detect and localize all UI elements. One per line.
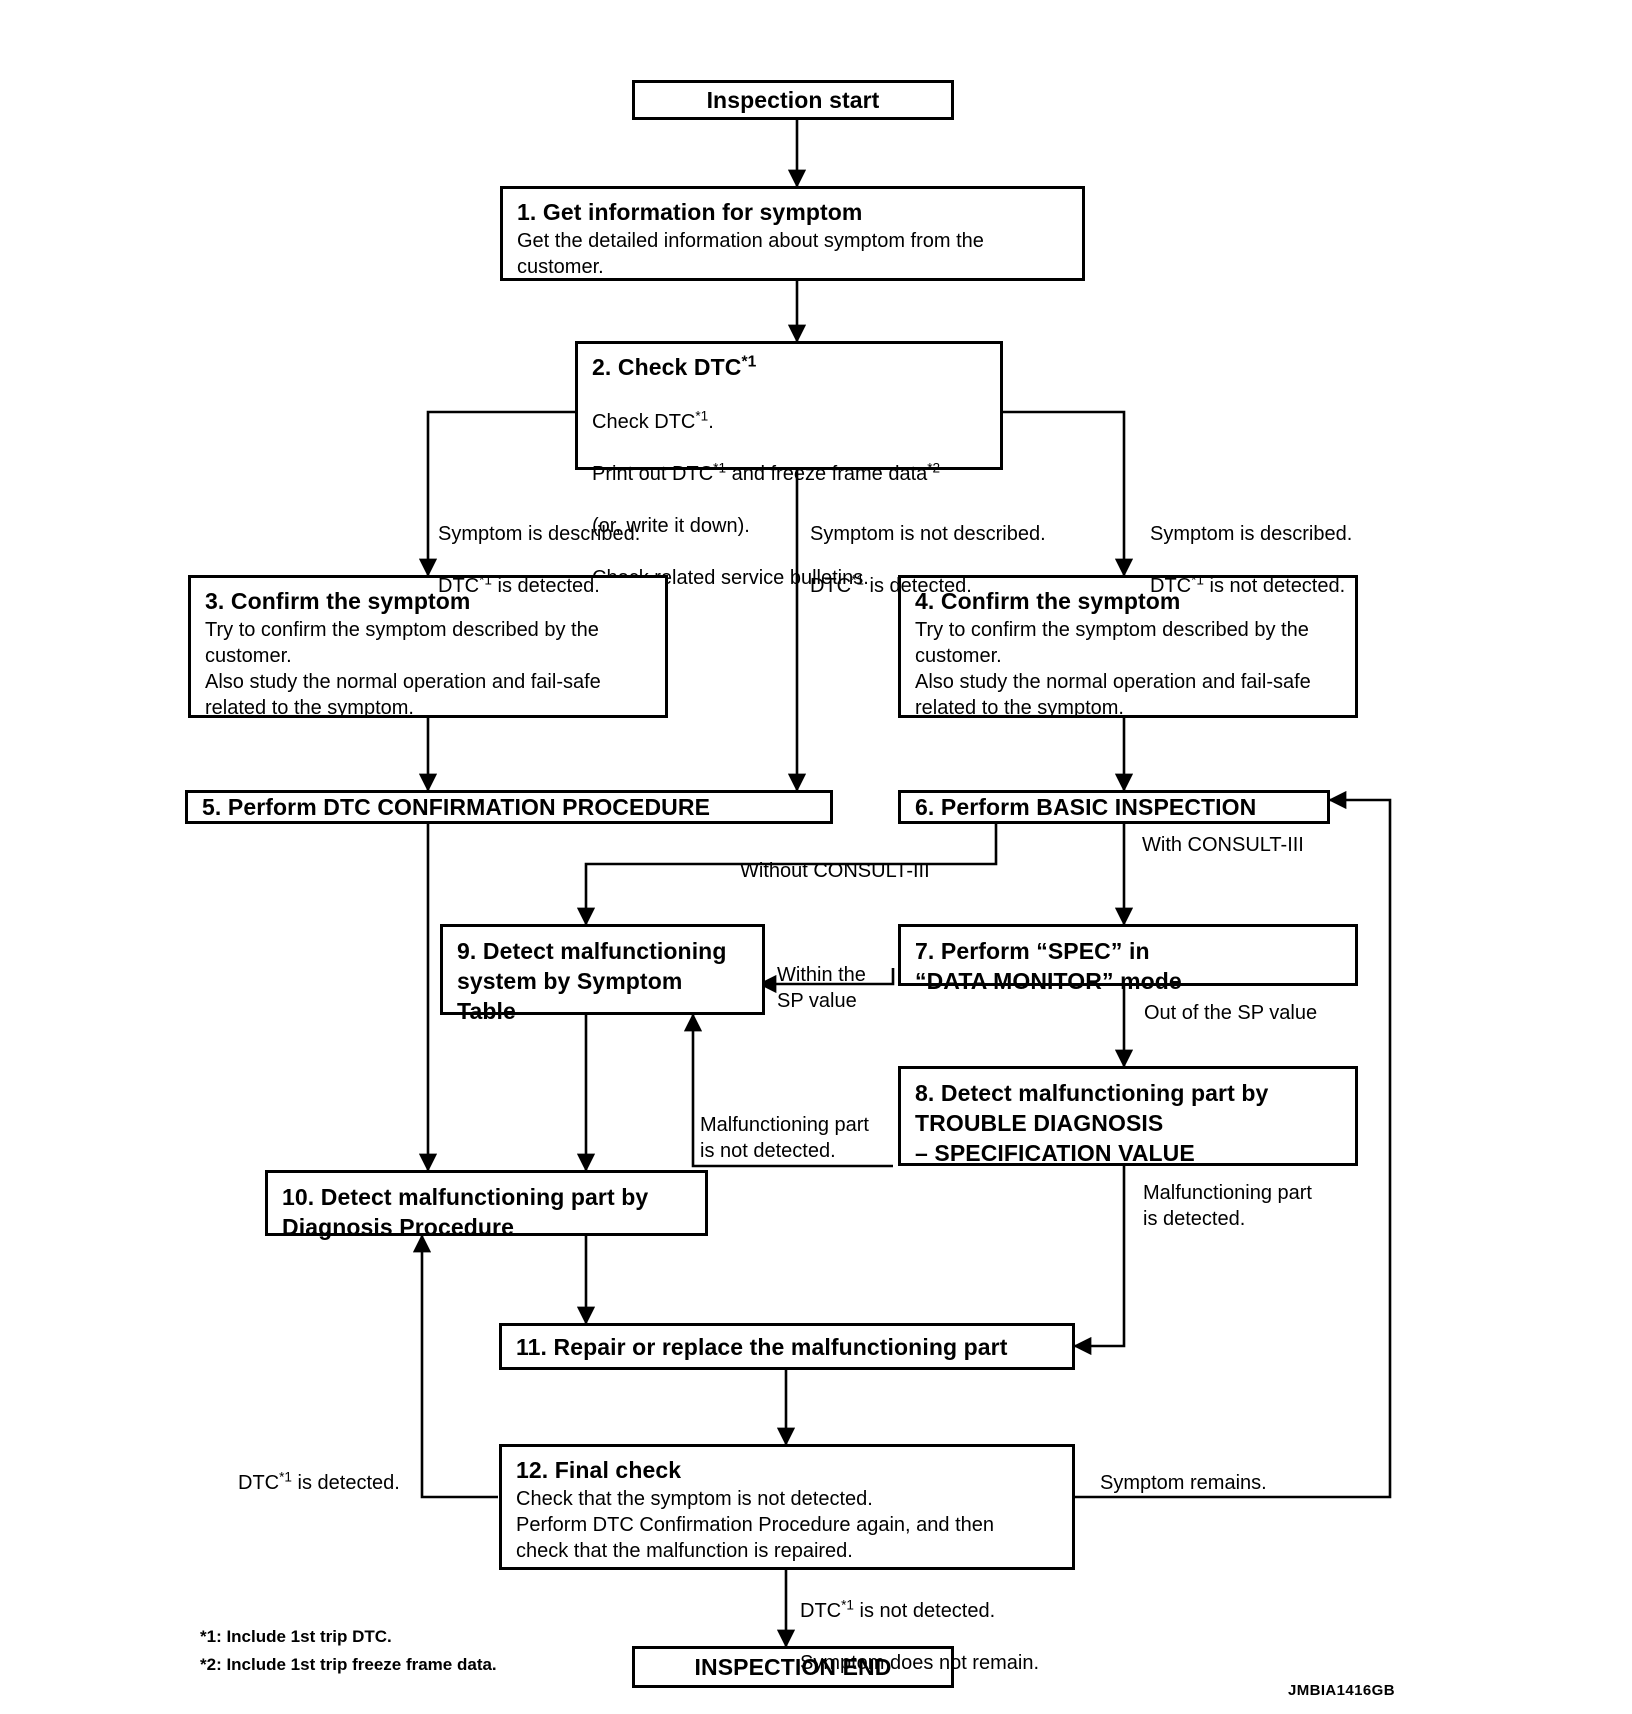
edge-label-without-consult: Without CONSULT-III — [740, 860, 930, 882]
edge-label-out-of-sp-value: Out of the SP value — [1144, 1002, 1318, 1024]
node-step-9[interactable]: 9. Detect malfunctioning system by Sympt… — [440, 924, 765, 1024]
figure-id: JMBIA1416GB — [1288, 1682, 1395, 1699]
node-step-10[interactable]: 10. Detect malfunctioning part by Diagno… — [265, 1170, 708, 1240]
node-step-1-title: 1. Get information for symptom — [517, 199, 863, 225]
edge-label-branch-left: Symptom is described. DTC*1 is detected. — [438, 523, 641, 597]
node-step-12[interactable]: 12. Final check Check that the symptom i… — [499, 1444, 1075, 1570]
node-step-7[interactable]: 7. Perform “SPEC” in “DATA MONITOR” mode — [898, 924, 1358, 994]
node-step-6[interactable]: 6. Perform BASIC INSPECTION — [898, 790, 1330, 824]
edge-label-symptom-remains: Symptom remains. — [1100, 1472, 1267, 1494]
node-step-4[interactable]: 4. Confirm the symptom Try to confirm th… — [898, 575, 1358, 719]
node-step-7-title: 7. Perform “SPEC” in “DATA MONITOR” mode — [915, 938, 1182, 994]
node-step-8[interactable]: 8. Detect malfunctioning part by TROUBLE… — [898, 1066, 1358, 1166]
node-inspection-end-label: INSPECTION END — [694, 1654, 892, 1680]
edge-label-within-sp-value: Within the SP value — [777, 964, 866, 1012]
node-step-5-title: 5. Perform DTC CONFIRMATION PROCEDURE — [202, 794, 711, 820]
edge-label-with-consult: With CONSULT-III — [1142, 834, 1304, 856]
node-step-2[interactable]: 2. Check DTC*1 Check DTC*1. Print out DT… — [575, 341, 1003, 589]
node-inspection-start-label: Inspection start — [706, 87, 880, 113]
node-step-2-title: 2. Check DTC*1 — [592, 353, 757, 380]
edge-label-dtc-detected: DTC*1 is detected. — [238, 1469, 400, 1494]
node-step-11[interactable]: 11. Repair or replace the malfunctioning… — [499, 1323, 1075, 1370]
edge-label-final-ok: DTC*1 is not detected. Symptom does not … — [800, 1597, 1039, 1674]
node-step-9-title: 9. Detect malfunctioning system by Sympt… — [457, 938, 727, 1024]
node-step-1[interactable]: 1. Get information for symptom Get the d… — [500, 186, 1085, 281]
edge-label-branch-right: Symptom is described. DTC*1 is not detec… — [1150, 523, 1353, 597]
node-inspection-end[interactable]: INSPECTION END — [632, 1646, 954, 1688]
node-step-3-body: Try to confirm the symptom described by … — [205, 619, 601, 719]
node-step-6-title: 6. Perform BASIC INSPECTION — [915, 794, 1257, 820]
node-step-5[interactable]: 5. Perform DTC CONFIRMATION PROCEDURE — [185, 790, 833, 824]
edge-label-malfunction-detected: Malfunctioning part is detected. — [1143, 1182, 1312, 1230]
node-step-3[interactable]: 3. Confirm the symptom Try to confirm th… — [188, 575, 668, 719]
node-step-4-body: Try to confirm the symptom described by … — [915, 619, 1311, 719]
edge-label-malfunction-not-detected: Malfunctioning part is not detected. — [700, 1114, 869, 1162]
node-step-1-body: Get the detailed information about sympt… — [517, 230, 984, 278]
footnote-1: *1: Include 1st trip DTC. — [200, 1627, 392, 1646]
node-step-12-title: 12. Final check — [516, 1457, 682, 1483]
node-step-10-title: 10. Detect malfunctioning part by Diagno… — [282, 1184, 649, 1240]
edge-label-branch-middle: Symptom is not described. DTC*1 is detec… — [810, 523, 1046, 597]
node-step-3-title: 3. Confirm the symptom — [205, 588, 471, 614]
node-step-11-title: 11. Repair or replace the malfunctioning… — [516, 1333, 1008, 1360]
footnote-2: *2: Include 1st trip freeze frame data. — [200, 1655, 497, 1674]
node-step-4-title: 4. Confirm the symptom — [915, 588, 1181, 614]
node-step-12-body: Check that the symptom is not detected. … — [516, 1488, 995, 1562]
node-inspection-start[interactable]: Inspection start — [632, 80, 954, 120]
node-step-8-title: 8. Detect malfunctioning part by TROUBLE… — [915, 1080, 1269, 1166]
